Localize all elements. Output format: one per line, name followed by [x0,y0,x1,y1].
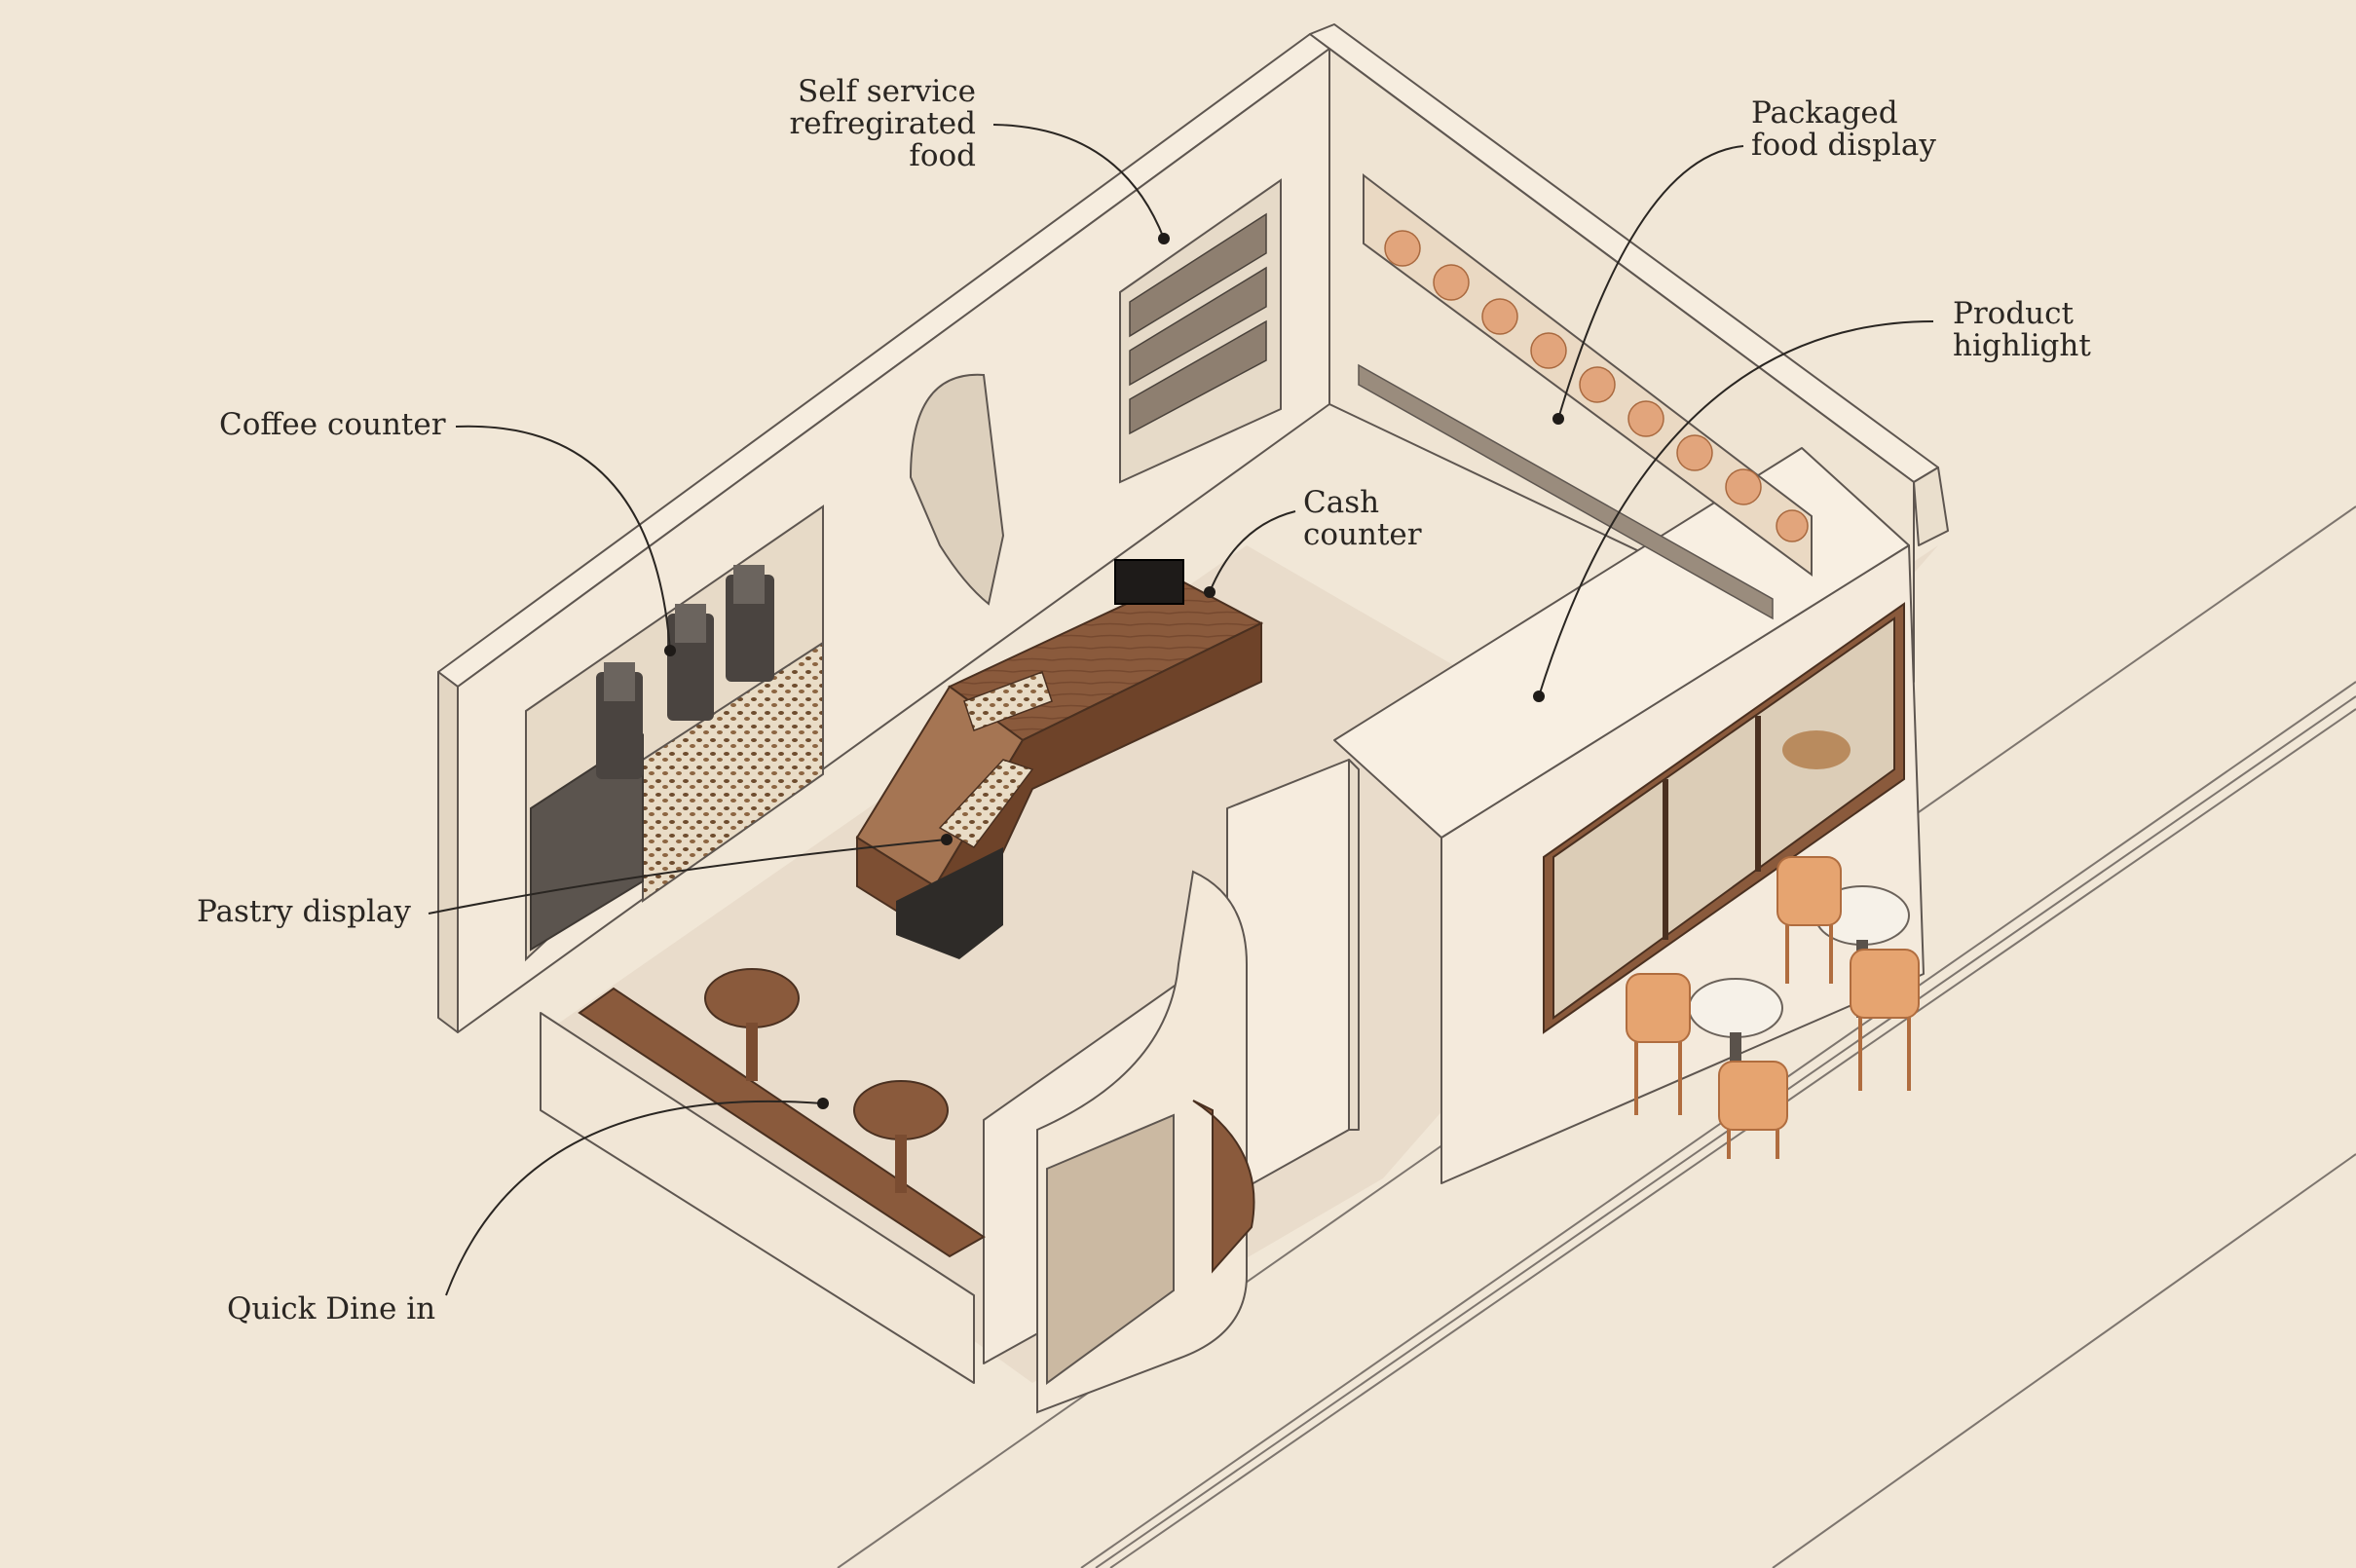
cash-counter-illustration [855,559,1264,959]
label-line: Pastry display [197,894,411,929]
dot-packaged [1552,413,1564,425]
refrigerated-shelf-illustration [1119,178,1282,484]
dot-self-service [1158,233,1170,244]
quick-dine-bar-illustration [578,968,986,1258]
outdoor-seating-illustration [1626,856,1920,1159]
leader-packaged [1557,145,1744,420]
label-cash-counter: Cash counter [1303,487,1422,551]
label-product-highlight: Product highlight [1953,298,2091,362]
leader-pastry [428,839,948,915]
label-line: Self service [797,74,976,109]
storefront-windows-illustration [1543,602,1905,1034]
label-line: Packaged [1751,95,1898,131]
leader-product [1538,320,1934,697]
label-coffee-counter: Coffee counter [219,409,446,441]
label-packaged-food-display: Packaged food display [1751,97,1936,162]
label-line: Product [1953,296,2074,331]
label-line: food display [1751,128,1936,163]
label-line: highlight [1953,328,2091,363]
coffee-counter-illustration [525,504,824,962]
leader-coffee [455,425,671,652]
dot-quick [817,1098,829,1109]
dot-cash [1204,586,1215,598]
label-pastry-display: Pastry display [197,896,411,928]
dot-coffee [664,645,676,656]
label-line: Cash [1303,485,1380,520]
label-line: refregirated [789,106,976,141]
label-line: counter [1303,517,1422,552]
label-self-service: Self service refregirated food [740,76,976,172]
curved-entry-illustration [1036,870,1255,1414]
label-line: Coffee counter [219,407,446,442]
label-line: food [909,138,976,173]
dot-product [1533,691,1545,702]
label-line: Quick Dine in [227,1291,436,1326]
leader-lines [428,124,1934,1296]
packaged-food-display-illustration [1358,172,1813,620]
leader-cash [1209,510,1296,593]
arch-opening [909,373,1005,606]
label-quick-dine-in: Quick Dine in [227,1293,435,1325]
leader-dots [664,233,1564,1109]
dot-pastry [941,834,953,845]
leader-self-service [992,124,1165,240]
leader-quick [445,1100,824,1296]
